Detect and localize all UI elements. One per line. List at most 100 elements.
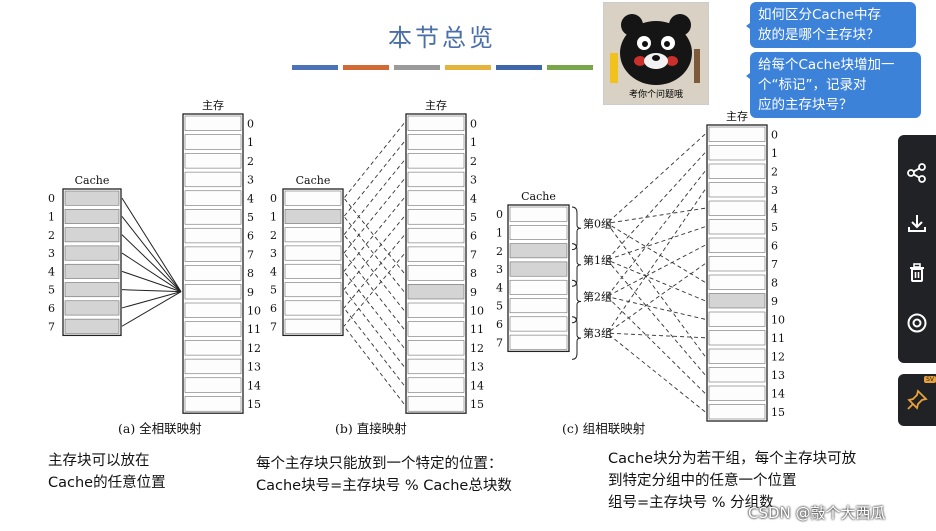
cache-line-number: 1 bbox=[496, 226, 503, 239]
description-line: 主存块可以放在 bbox=[48, 453, 150, 469]
mapping-diagrams: 主存0123456789101112131415Cache01234567主存0… bbox=[48, 98, 785, 422]
cache-line-row bbox=[64, 209, 120, 224]
cache-line-number: 4 bbox=[496, 281, 503, 294]
memory-block-number: 12 bbox=[470, 342, 484, 355]
memory-block-number: 13 bbox=[247, 361, 261, 374]
cache-line-number: 5 bbox=[48, 284, 55, 297]
color-bar-segment bbox=[292, 65, 338, 70]
bear-mascot-icon bbox=[604, 3, 708, 104]
mapping-arrow bbox=[343, 289, 405, 367]
mapping-arrow bbox=[121, 252, 182, 293]
pin-button[interactable]: SV bbox=[898, 374, 936, 426]
cache-line-row bbox=[284, 282, 342, 298]
mapping-arrow bbox=[343, 235, 405, 309]
memory-block-row bbox=[708, 385, 766, 401]
description-line: Cache块号=主存块号 % Cache总块数 bbox=[256, 478, 512, 494]
memory-block-row bbox=[708, 182, 766, 198]
mapping-arrow bbox=[606, 222, 706, 283]
memory-block-row bbox=[184, 227, 242, 244]
color-bar-segment bbox=[394, 65, 440, 70]
cache-line-number: 1 bbox=[48, 210, 55, 223]
cache-line-row bbox=[509, 298, 568, 314]
memory-block-row bbox=[407, 246, 465, 262]
memory-block-number: 10 bbox=[470, 304, 484, 317]
memory-block-row bbox=[184, 134, 242, 150]
group-bracket bbox=[571, 316, 582, 360]
memory-block-number: 13 bbox=[470, 361, 484, 374]
memory-block-number: 0 bbox=[470, 117, 477, 130]
memory-block-number: 1 bbox=[771, 147, 778, 160]
memory-block-number: 15 bbox=[470, 398, 484, 411]
cache-line-row bbox=[284, 227, 342, 243]
memory-block-row bbox=[184, 284, 242, 300]
cache-line-number: 4 bbox=[48, 265, 55, 278]
share-button[interactable] bbox=[898, 153, 936, 193]
mapping-arrow bbox=[606, 244, 706, 297]
mapping-arrow bbox=[121, 234, 182, 293]
memory-block-number: 6 bbox=[771, 239, 778, 252]
bubble-line: 放的是哪个主存块？ bbox=[758, 27, 880, 43]
cache-label: Cache bbox=[296, 174, 331, 187]
memory-block-number: 11 bbox=[470, 323, 484, 336]
mapping-arrow bbox=[343, 123, 405, 199]
group-bracket bbox=[571, 279, 582, 324]
description-line: 到特定分组中的任意一个位置 bbox=[608, 473, 797, 489]
color-bar-segment bbox=[496, 65, 542, 70]
memory-block-row bbox=[407, 153, 465, 169]
memory-block-row bbox=[184, 377, 242, 393]
memory-block-number: 10 bbox=[247, 304, 261, 317]
cache-line-number: 1 bbox=[270, 210, 277, 223]
memory-block-row bbox=[184, 321, 242, 337]
memory-block-row bbox=[184, 209, 242, 225]
delete-button[interactable] bbox=[898, 253, 936, 293]
memory-block-number: 4 bbox=[771, 202, 778, 215]
memory-block-row bbox=[708, 311, 766, 327]
mapping-arrow bbox=[606, 259, 706, 376]
memory-block-row bbox=[407, 115, 465, 131]
memory-block-row bbox=[407, 209, 465, 225]
memory-block-number: 14 bbox=[771, 387, 785, 400]
cache-line-number: 0 bbox=[48, 192, 55, 205]
memory-block-row bbox=[407, 396, 465, 412]
color-bar-segment bbox=[343, 65, 389, 70]
memory-block-number: 15 bbox=[247, 398, 261, 411]
mapping-arrow bbox=[343, 271, 405, 349]
pin-icon bbox=[907, 389, 928, 410]
description-fully-associative: 主存块可以放在 Cache的任意位置 bbox=[48, 450, 166, 494]
memory-block-number: 11 bbox=[771, 332, 785, 345]
memory-block-number: 8 bbox=[247, 267, 254, 280]
download-button[interactable] bbox=[898, 203, 936, 243]
mapping-arrow bbox=[121, 197, 182, 292]
mapping-arrow bbox=[606, 332, 706, 413]
description-line: 每个主存块只能放到一个特定的位置： bbox=[256, 456, 503, 472]
memory-block-number: 0 bbox=[771, 128, 778, 141]
bubble-line: 个“标记”，记录对 bbox=[758, 77, 867, 93]
memory-block-number: 8 bbox=[470, 267, 477, 280]
answer-bubble: 给每个Cache块增加一 个“标记”，记录对 应的主存块号？ bbox=[746, 52, 921, 118]
cache-line-row bbox=[509, 243, 568, 259]
bubble-line: 应的主存块号？ bbox=[758, 97, 853, 113]
memory-block-number: 5 bbox=[470, 211, 477, 224]
mapping-arrow bbox=[606, 189, 706, 334]
cache-line-number: 5 bbox=[270, 284, 277, 297]
mapping-arrow bbox=[121, 291, 182, 327]
mapping-arrow bbox=[606, 332, 706, 339]
memory-block-number: 3 bbox=[247, 174, 254, 187]
cache-line-row bbox=[64, 263, 120, 279]
group-bracket bbox=[571, 206, 582, 251]
memory-block-row bbox=[184, 115, 242, 131]
caption-fully-associative: (a) 全相联映射 bbox=[118, 421, 202, 436]
cache-line-number: 0 bbox=[496, 208, 503, 221]
mascot-caption: 考你个问题哦 bbox=[628, 90, 683, 100]
memory-block-number: 6 bbox=[247, 230, 254, 243]
memory-block-number: 4 bbox=[470, 192, 477, 205]
cache-line-row bbox=[509, 206, 568, 222]
cache-line-number: 0 bbox=[270, 192, 277, 205]
view-button[interactable] bbox=[898, 303, 936, 343]
memory-block-number: 4 bbox=[247, 192, 254, 205]
share-icon bbox=[907, 163, 926, 183]
mapping-arrow bbox=[606, 226, 706, 261]
memory-block-row bbox=[184, 302, 242, 318]
memory-block-row bbox=[708, 274, 766, 290]
mapping-arrow bbox=[121, 291, 182, 309]
